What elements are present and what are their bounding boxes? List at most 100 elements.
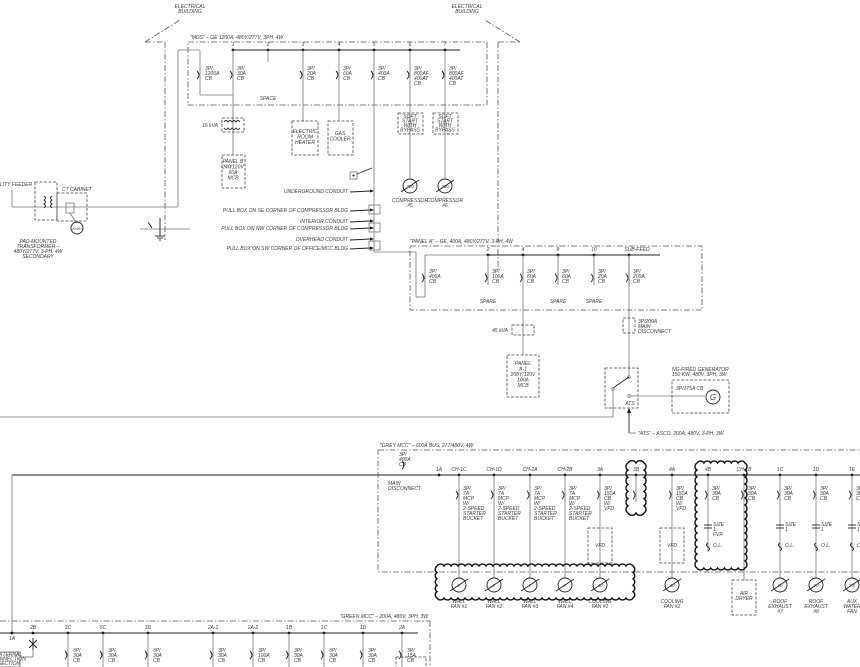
mds-branch-number: 1 (232, 42, 235, 48)
fan-label: EXHAUST (768, 604, 793, 610)
revision-cloud-3b (625, 459, 647, 517)
grey-mcc-breaker-label: 3P/ (820, 486, 828, 492)
grey-mcc-breaker-label: 7A (569, 491, 576, 497)
grey-mcc-main-breaker-label: 400A (399, 457, 411, 463)
fan-motor-hp: 7 (529, 583, 532, 588)
pointer-arrow (349, 227, 371, 230)
grey-mcc-breaker-label: 2-SPEED (533, 506, 556, 512)
overload-icon (814, 542, 818, 552)
arrowhead-icon (370, 208, 374, 212)
grey-mcc-breaker-label: W/ (463, 501, 470, 507)
grey-mcc-breaker-label: VFD (604, 506, 614, 512)
grey-mcc-breaker-label: 7A (534, 491, 541, 497)
grey-mcc-breaker-label: CB (604, 496, 612, 502)
fan-label: WALL (452, 599, 466, 605)
panel-a-branch-number: 8 (557, 247, 560, 253)
mds-breaker-label: 3P/ (343, 66, 351, 72)
green-mcc-branch-number: 2A-2 (247, 625, 259, 631)
electric-room-heater-label: ELECTRIC (293, 129, 318, 135)
breaker-symbol (209, 650, 213, 660)
fan-label: FAN #1 (592, 604, 609, 610)
panel-a1-label: A-1 (518, 367, 527, 373)
vfd-label: VFD (667, 543, 677, 549)
panel-a-main-breaker-label: 3P/ (429, 269, 437, 275)
ats-label: ATS (624, 401, 635, 407)
mds-enclosure (187, 41, 488, 106)
green-mcc-branch-number: 3C (65, 625, 72, 631)
green-mcc-breaker-label: 30A (153, 653, 163, 659)
panel-a1-label: 208Y/120V (510, 372, 536, 378)
grey-mcc-enclosure (377, 449, 860, 573)
transformer-coil-icon (50, 195, 53, 209)
arrowhead-icon (370, 226, 374, 230)
breaker-symbol (441, 70, 445, 80)
building-label-right: BUILDING (455, 9, 479, 15)
grey-mcc-breaker-label: 150A (604, 491, 616, 497)
grey-mcc-breaker-label: CB (748, 496, 756, 502)
grey-mcc-breaker-label: CB (820, 496, 828, 502)
motor-icon (557, 577, 573, 593)
breaker-symbol (144, 650, 148, 660)
breaker-symbol (406, 70, 410, 80)
green-mcc-breaker-label: CB (368, 658, 376, 664)
green-mcc-load-box (395, 656, 427, 667)
mds-breaker-label: CB (378, 76, 386, 82)
revision-cloud-fans (434, 563, 636, 601)
breaker-symbol (484, 273, 488, 283)
building-label-left: ELECTRICAL (175, 4, 206, 10)
starter-size-label: 1 (857, 527, 860, 533)
compressor-label: #5 (407, 203, 413, 209)
grey-mcc-branch-number: CH-1C (451, 467, 467, 473)
pull-box-icon (368, 240, 381, 251)
fan-label: WALL (523, 599, 537, 605)
fan-label: EXHAUST (804, 604, 829, 610)
green-mcc-breaker-label: CB (108, 658, 116, 664)
generator-box (671, 379, 730, 414)
generator-label: 150 KW, 480V, 3PH, 3W (672, 372, 728, 378)
green-mcc-breaker-label: 30A (108, 653, 118, 659)
transformer-label: TRANSFORMER – (17, 244, 60, 250)
external-connection-label: CONNECTION (0, 657, 26, 663)
arrowhead-icon (370, 246, 374, 250)
breaker-symbol (398, 650, 402, 660)
switch-dot (352, 174, 355, 177)
green-mcc-breaker-label: 30A (329, 653, 339, 659)
breaker-symbol (421, 273, 425, 283)
bus-node (437, 473, 441, 477)
fan-label: WALL (558, 599, 572, 605)
transformer-coil-icon (43, 195, 46, 209)
mds-main-breaker-label: 3P/ (205, 66, 213, 72)
breaker-symbol (740, 490, 744, 500)
green-mcc-breaker-label: 3P/ (73, 648, 81, 654)
overload-label: O.L. (857, 543, 860, 549)
breaker-symbol (249, 650, 253, 660)
mds-branch-number: 2 (266, 42, 270, 48)
fan-motor-hp: 7.5 (849, 583, 856, 588)
fan-label: ROOF (773, 599, 788, 605)
mds-branch-number: 3 (302, 42, 305, 48)
breaker-symbol (370, 70, 374, 80)
soft-start-label: START (437, 119, 454, 125)
transformer-45kva-label: 45 kVA (492, 328, 509, 334)
ct-cabinet-box (56, 192, 88, 222)
grey-mcc-branch-number: CH-1D (486, 467, 502, 473)
grey-mcc-branch-number: 1E (849, 467, 856, 473)
grey-mcc-breaker-label: W/ (498, 501, 505, 507)
green-mcc-breaker-label: 3P/ (258, 648, 266, 654)
main-disconnect-label: DISCONNECT (388, 486, 422, 492)
gas-cooler-label: COOLER (329, 137, 351, 143)
breaker-symbol (490, 490, 494, 500)
main-disconnect-label: 3P/200A (638, 319, 658, 325)
spare-label: SPARE (480, 299, 497, 305)
panel-a-breaker-label: 60A (562, 274, 572, 280)
soft-start-label: WITH (439, 123, 452, 129)
grey-mcc-breaker-label: 3P/ (534, 486, 542, 492)
mds-breaker-label: CB (414, 81, 422, 87)
mds-breaker-label: 800AF (449, 71, 465, 77)
pointer-arrow (349, 247, 371, 250)
pointer-arrow (349, 220, 371, 223)
conduit-label: OVERHEAD CONDUIT (296, 237, 349, 243)
external-connection-box (0, 651, 21, 667)
grey-mcc-breaker-label: 30A (856, 491, 860, 497)
generator-icon (705, 389, 721, 405)
